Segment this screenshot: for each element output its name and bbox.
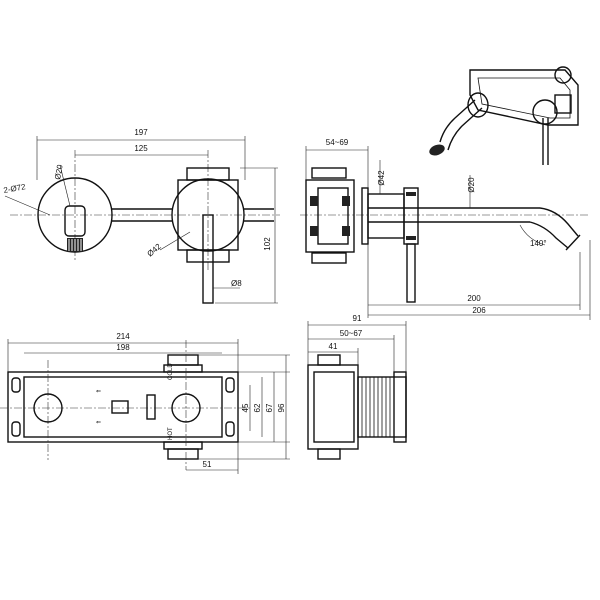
box-top-neck <box>163 364 203 373</box>
dim-51: 51 <box>203 460 212 469</box>
ear-tl <box>11 377 21 393</box>
iso-top-port <box>554 66 572 84</box>
dim-handle-dia: Ø42 <box>146 242 164 259</box>
dim-96: 96 <box>277 403 286 412</box>
dim-102: 102 <box>263 237 272 251</box>
box-center-slot <box>146 394 156 420</box>
side-bottom-cap <box>311 252 347 264</box>
dim-spout-dia: Ø20 <box>53 163 65 180</box>
box-bottom-cap <box>167 448 199 460</box>
ear-bl <box>11 421 21 437</box>
dim-197: 197 <box>134 128 148 137</box>
dim-side-handle-dia: Ø42 <box>377 170 386 186</box>
wall-plate <box>361 187 369 245</box>
iso-housing <box>469 69 579 126</box>
side-inner-block <box>317 187 349 245</box>
dim-214: 214 <box>116 332 130 341</box>
box-side-top-cap <box>317 354 341 366</box>
valve-sleeve <box>367 193 405 239</box>
label-cold: COLD <box>168 363 174 380</box>
dim-62: 62 <box>253 403 262 412</box>
side-port-3 <box>342 196 350 206</box>
side-lever <box>406 243 416 303</box>
angle-arc <box>519 224 546 246</box>
spout-bend-top <box>539 207 579 237</box>
dim-flange-dia: 2-Ø72 <box>3 182 27 195</box>
label-hot: HOT <box>168 427 174 440</box>
isometric-view <box>429 66 579 165</box>
box-inner <box>23 376 223 438</box>
dim-45: 45 <box>241 403 250 412</box>
ear-tr <box>225 377 235 393</box>
dim-side-spout-dia: Ø20 <box>467 177 476 193</box>
box-left-opening <box>33 393 63 423</box>
dim-50-67: 50~67 <box>340 329 363 338</box>
spout-outlet <box>64 205 86 237</box>
front-view: 197 125 2-Ø72 Ø20 Ø42 Ø8 102 <box>3 128 280 304</box>
spout-bend-bottom <box>529 221 569 249</box>
spout-tip <box>565 234 581 251</box>
handle-flange-circle <box>171 178 245 252</box>
iso-spout-bottom <box>447 107 483 151</box>
side-view: 140° 54~69 Ø42 Ø20 200 206 <box>300 138 591 320</box>
arrow-icon-1: ⇐ <box>96 389 101 395</box>
dim-200: 200 <box>467 294 481 303</box>
box-side-inner <box>313 371 355 443</box>
side-housing <box>305 179 355 253</box>
box-front-view: ⇐ ⇐ COLD HOT 214 198 51 45 62 67 96 <box>0 332 290 474</box>
box-bottom-neck <box>163 441 203 450</box>
dim-67: 67 <box>265 403 274 412</box>
box-side-bottom-cap <box>317 448 341 460</box>
box-center-valve <box>111 400 129 414</box>
iso-side-block <box>554 94 572 114</box>
dim-41: 41 <box>329 342 338 351</box>
valve-housing <box>177 179 239 251</box>
iso-handle <box>532 99 558 125</box>
side-port-2 <box>310 226 318 236</box>
dim-125: 125 <box>134 144 148 153</box>
lever-handle <box>202 214 214 304</box>
iso-spout-top <box>439 99 476 143</box>
side-port-1 <box>310 196 318 206</box>
iso-aerator <box>429 144 445 156</box>
dim-lever-dia: Ø8 <box>231 279 242 288</box>
box-side-body <box>307 364 359 450</box>
iso-spout-flange <box>467 92 489 118</box>
dim-wall-depth: 54~69 <box>326 138 349 147</box>
side-port-4 <box>342 226 350 236</box>
dim-198: 198 <box>116 343 130 352</box>
dim-91: 91 <box>353 314 362 323</box>
side-handle-knob <box>403 187 419 245</box>
box-right-opening <box>171 393 201 423</box>
side-top-cap <box>311 167 347 179</box>
box-outer <box>7 371 239 443</box>
dim-206: 206 <box>472 306 486 315</box>
ear-br <box>225 421 235 437</box>
box-side-plate <box>393 371 407 443</box>
arrow-icon-2: ⇐ <box>96 420 101 426</box>
box-side-view: 91 50~67 41 <box>307 314 407 460</box>
dim-angle: 140° <box>530 239 547 248</box>
